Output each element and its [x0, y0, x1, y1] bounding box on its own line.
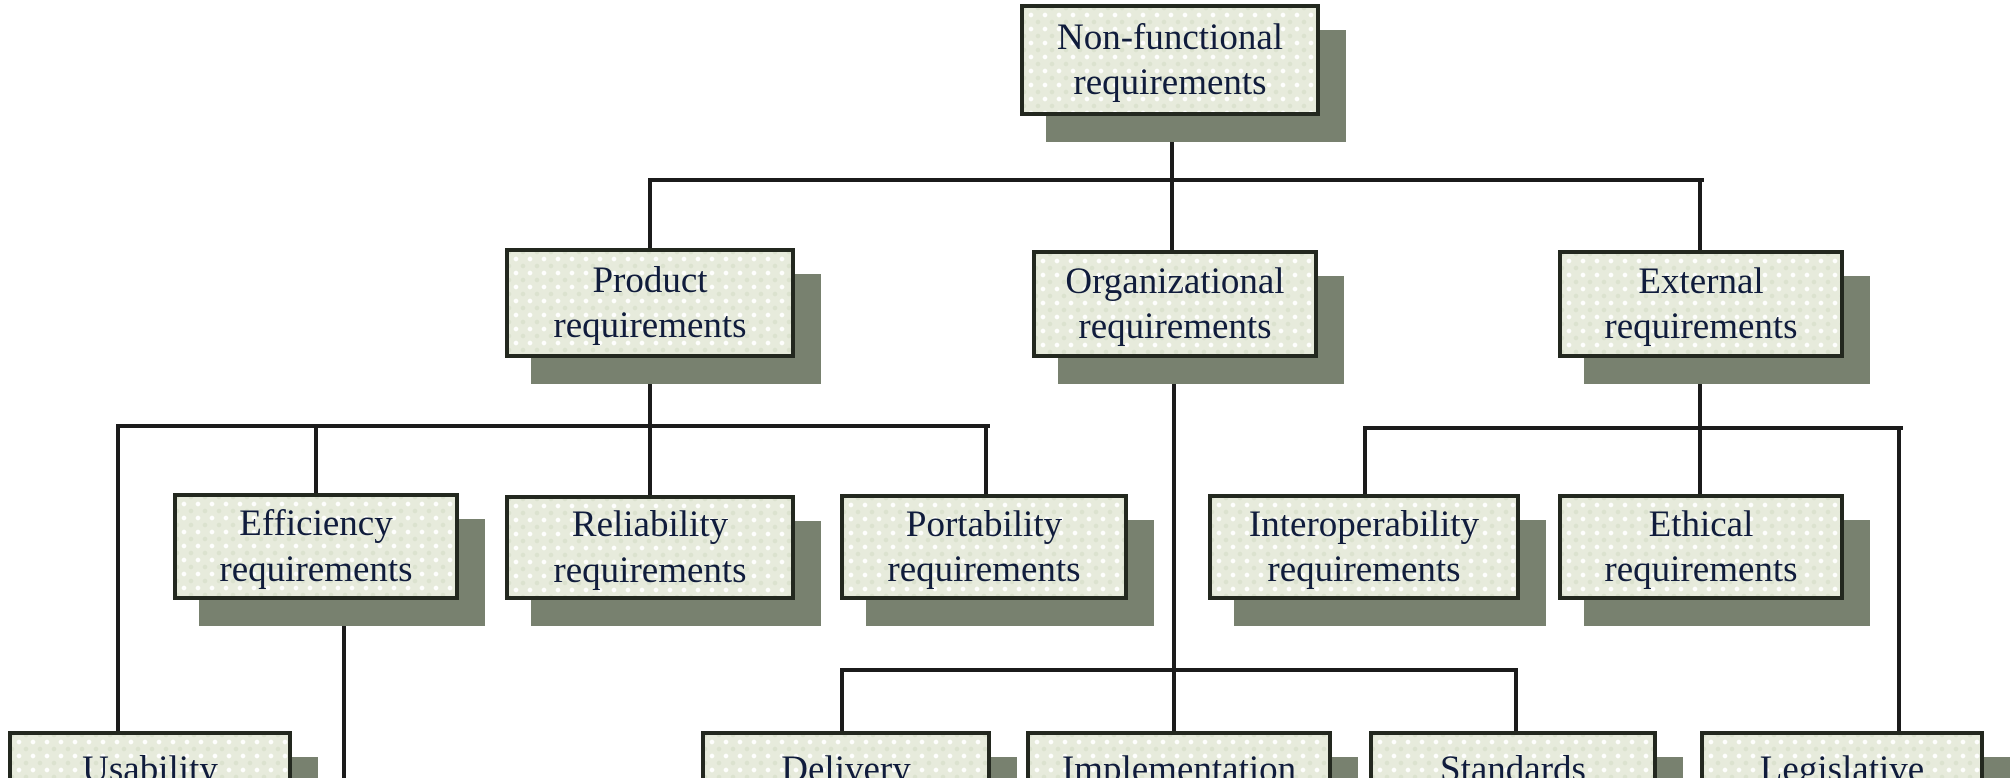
edge-v-to-efficiency [314, 424, 318, 495]
edge-v-to-reliability [648, 424, 652, 497]
edge-v-to-usability [116, 424, 120, 733]
node-standards: Standards [1369, 731, 1657, 778]
edge-v-to-external [1698, 178, 1702, 252]
node-label: Implementation [1061, 749, 1297, 778]
edge-h-level1 [648, 178, 1704, 182]
node-label: Ethical requirements [1604, 503, 1798, 590]
edge-v-organizational-down [1172, 358, 1176, 672]
node-non-functional-requirements: Non-functional requirements [1020, 4, 1320, 116]
node-reliability-requirements: Reliability requirements [505, 495, 795, 600]
edge-v-efficiency-children-offscreen [342, 600, 346, 778]
edge-v-to-portability [984, 424, 988, 496]
node-label: Efficiency requirements [219, 503, 413, 590]
edge-h-external-children [1363, 426, 1903, 430]
edge-v-to-legislative [1897, 426, 1901, 733]
node-label: External requirements [1604, 260, 1798, 347]
node-label: Non-functional requirements [1056, 16, 1284, 103]
node-legislative: Legislative [1700, 731, 1984, 778]
node-label: Product requirements [553, 259, 747, 346]
node-implementation: Implementation [1026, 731, 1332, 778]
node-product-requirements: Product requirements [505, 248, 795, 358]
node-label: Portability requirements [887, 503, 1081, 590]
edge-v-external-down [1698, 358, 1702, 430]
edge-v-to-product [648, 178, 652, 250]
edge-h-product-children [116, 424, 990, 428]
node-label: Delivery [781, 749, 911, 778]
node-label: Usability [82, 749, 218, 778]
node-delivery: Delivery [701, 731, 991, 778]
edge-v-to-ethical [1698, 426, 1702, 496]
node-efficiency-requirements: Efficiency requirements [173, 493, 459, 600]
node-label: Reliability requirements [553, 504, 747, 591]
node-portability-requirements: Portability requirements [840, 494, 1128, 600]
edge-v-to-interoperability [1363, 426, 1367, 496]
node-external-requirements: External requirements [1558, 250, 1844, 358]
node-organizational-requirements: Organizational requirements [1032, 250, 1318, 358]
edge-v-to-implementation [1172, 668, 1176, 733]
node-usability: Usability [8, 731, 292, 778]
edge-h-organizational-children [840, 668, 1518, 672]
node-interoperability-requirements: Interoperability requirements [1208, 494, 1520, 600]
edge-v-root-center [1170, 116, 1174, 252]
edge-v-to-delivery [840, 668, 844, 733]
node-label: Organizational requirements [1065, 260, 1285, 347]
node-ethical-requirements: Ethical requirements [1558, 494, 1844, 600]
node-label: Interoperability requirements [1248, 503, 1480, 590]
edge-v-product-down [648, 358, 652, 428]
node-label: Legislative [1759, 749, 1925, 778]
edge-v-to-standards [1514, 668, 1518, 733]
node-label: Standards [1440, 749, 1586, 778]
